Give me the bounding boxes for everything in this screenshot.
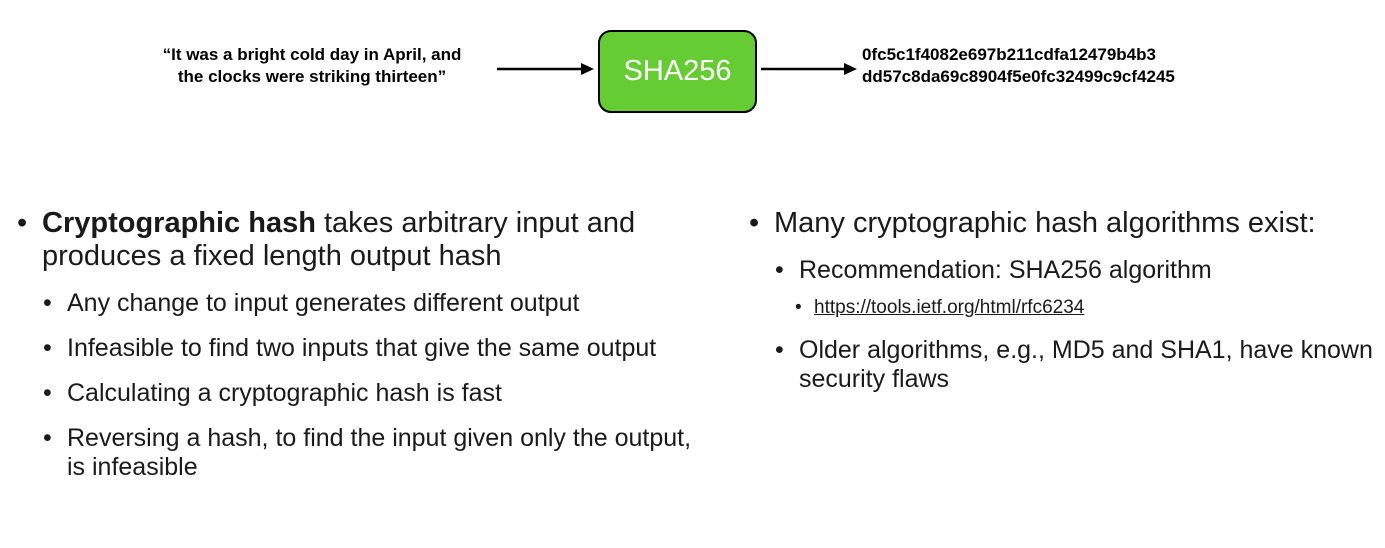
bullet-icon: • bbox=[43, 289, 52, 317]
definition-term: Cryptographic hash bbox=[42, 207, 316, 239]
recommendation-item: • Recommendation: SHA256 algorithm bbox=[748, 256, 1378, 285]
bullet-icon: • bbox=[17, 207, 28, 239]
property-text: Calculating a cryptographic hash is fast bbox=[67, 379, 502, 407]
bullet-icon: • bbox=[43, 334, 52, 362]
property-text: Infeasible to find two inputs that give … bbox=[67, 334, 657, 362]
bullet-icon: • bbox=[43, 424, 52, 452]
property-item: • Reversing a hash, to find the input gi… bbox=[16, 424, 696, 482]
property-item: • Any change to input generates differen… bbox=[16, 289, 696, 318]
input-message: “It was a bright cold day in April, and … bbox=[112, 44, 512, 88]
sha256-label: SHA256 bbox=[623, 55, 732, 87]
output-arrow bbox=[761, 63, 857, 75]
right-bullet-list: • Many cryptographic hash algorithms exi… bbox=[748, 207, 1378, 394]
bullet-icon: • bbox=[749, 207, 760, 239]
property-item: • Infeasible to find two inputs that giv… bbox=[16, 334, 696, 363]
hash-output-line-2: dd57c8da69c8904f5e0fc32499c9cf4245 bbox=[862, 67, 1175, 86]
recommendation-text: Recommendation: SHA256 algorithm bbox=[799, 256, 1212, 284]
left-bullet-column: • Cryptographic hash takes arbitrary inp… bbox=[16, 207, 696, 482]
rfc-link-item: • https://tools.ietf.org/html/rfc6234 bbox=[748, 296, 1378, 320]
right-bullet-column: • Many cryptographic hash algorithms exi… bbox=[748, 207, 1378, 394]
definition-text: takes arbitrary input and produces a fix… bbox=[42, 207, 636, 272]
left-bullet-list: • Cryptographic hash takes arbitrary inp… bbox=[16, 207, 696, 482]
input-message-line-2: the clocks were striking thirteen” bbox=[177, 67, 447, 86]
bullet-icon: • bbox=[775, 256, 784, 284]
algorithms-heading-item: • Many cryptographic hash algorithms exi… bbox=[748, 207, 1378, 240]
sha256-box: SHA256 bbox=[598, 30, 757, 113]
property-text: Any change to input generates different … bbox=[67, 289, 580, 317]
algorithms-heading: Many cryptographic hash algorithms exist… bbox=[774, 207, 1316, 239]
older-algorithms-text: Older algorithms, e.g., MD5 and SHA1, ha… bbox=[799, 336, 1373, 393]
input-message-line-1: “It was a bright cold day in April, and bbox=[162, 45, 462, 64]
bullet-icon: • bbox=[795, 297, 802, 318]
older-algorithms-item: • Older algorithms, e.g., MD5 and SHA1, … bbox=[748, 336, 1378, 394]
property-item: • Calculating a cryptographic hash is fa… bbox=[16, 379, 696, 408]
bullet-icon: • bbox=[43, 379, 52, 407]
hash-output: 0fc5c1f4082e697b211cdfa12479b4b3 dd57c8d… bbox=[862, 44, 1175, 88]
input-arrow bbox=[497, 63, 594, 75]
hash-output-line-1: 0fc5c1f4082e697b211cdfa12479b4b3 bbox=[862, 45, 1156, 64]
rfc6234-link[interactable]: https://tools.ietf.org/html/rfc6234 bbox=[814, 297, 1085, 318]
cryptographic-hash-definition: • Cryptographic hash takes arbitrary inp… bbox=[16, 207, 696, 273]
bullet-icon: • bbox=[775, 336, 784, 364]
property-text: Reversing a hash, to find the input give… bbox=[67, 424, 692, 481]
